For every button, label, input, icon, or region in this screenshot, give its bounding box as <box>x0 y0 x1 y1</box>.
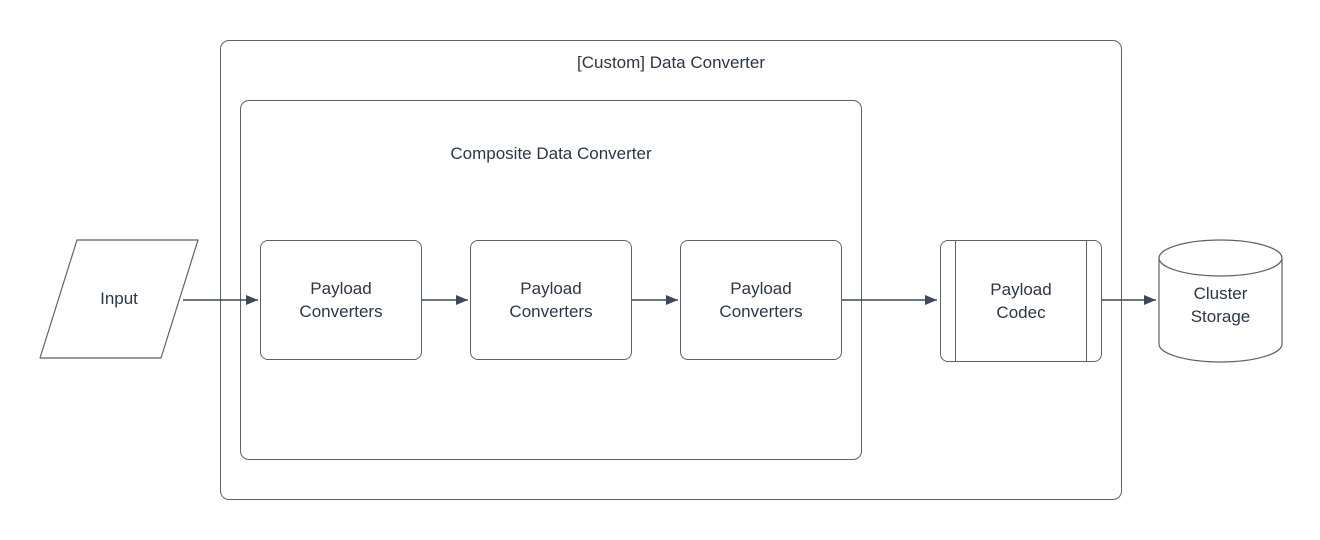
node-label: Payload Codec <box>990 279 1052 322</box>
group-custom-title: [Custom] Data Converter <box>576 53 765 72</box>
input-parallelogram-shape <box>39 239 199 359</box>
node-payload-converters-2: Payload Converters <box>470 240 632 360</box>
node-payload-converters-1: Payload Converters <box>260 240 422 360</box>
group-composite-data-converter: Composite Data Converter <box>240 100 862 460</box>
node-label: Payload Converters <box>719 278 803 321</box>
codec-left-bar <box>955 241 956 361</box>
node-label: Payload Converters <box>299 278 383 321</box>
node-input-label: Input <box>100 289 138 309</box>
node-label: Cluster Storage <box>1190 283 1251 326</box>
codec-right-bar <box>1086 241 1087 361</box>
node-label: Payload Converters <box>509 278 593 321</box>
group-custom-data-converter: [Custom] Data Converter <box>220 40 1122 500</box>
cylinder-top-shape <box>1158 239 1283 277</box>
node-cluster-storage-label: Cluster Storage <box>1159 252 1282 358</box>
cylinder-body-shape <box>1158 258 1283 363</box>
node-payload-codec: Payload Codec <box>940 240 1102 362</box>
group-composite-title: Composite Data Converter <box>450 144 652 163</box>
node-payload-converters-3: Payload Converters <box>680 240 842 360</box>
